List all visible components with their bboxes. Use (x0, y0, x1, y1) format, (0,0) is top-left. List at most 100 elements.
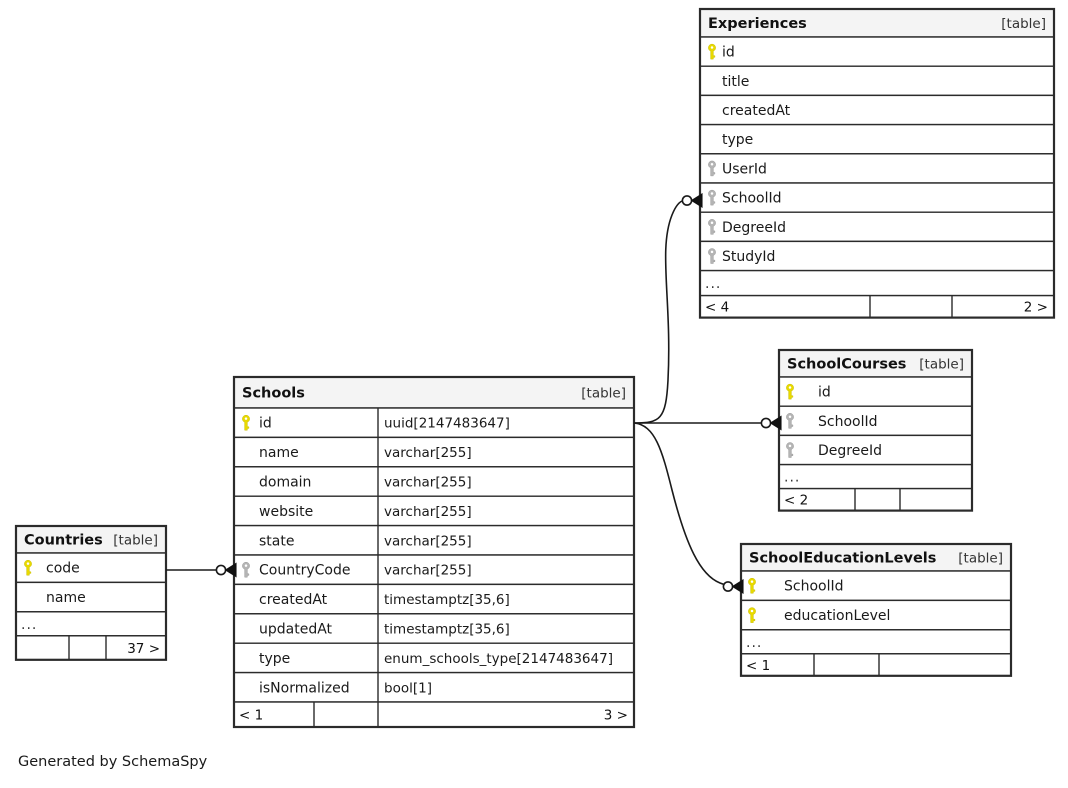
column-row-background (233, 466, 635, 497)
column-name: name (46, 590, 86, 606)
table-footer-row: < 4 2 > (699, 294, 1055, 319)
table-column-row[interactable]: name (15, 581, 167, 613)
primary-key-icon (748, 577, 756, 594)
column-name: id (259, 416, 272, 432)
child-relation-count[interactable]: 37 > (127, 641, 160, 657)
table-column-row[interactable]: DegreeId (699, 211, 1055, 243)
table-outer-border (777, 348, 974, 512)
column-name: DegreeId (722, 220, 786, 236)
column-row-background (740, 599, 1012, 631)
parent-relation-count[interactable]: < 1 (239, 708, 263, 724)
more-columns-ellipsis: ... (784, 470, 800, 486)
table-column-row[interactable]: UserId (699, 153, 1055, 184)
foreign-key-icon (708, 248, 716, 264)
more-columns-row (778, 463, 973, 490)
relationship-schools-schooleducationlevels[interactable] (633, 422, 744, 594)
column-row-background (233, 671, 635, 703)
column-name: website (259, 504, 313, 520)
table-column-row[interactable]: SchoolId (740, 570, 1012, 602)
column-name: educationLevel (784, 608, 890, 624)
table-column-row[interactable]: id (699, 36, 1055, 67)
table-column-row[interactable]: SchoolId (778, 405, 973, 437)
primary-key-icon (708, 43, 716, 60)
table-outer-border (232, 375, 636, 729)
child-relation-count[interactable]: 3 > (604, 708, 628, 724)
foreign-key-icon (708, 189, 716, 206)
many-marker (224, 562, 237, 578)
relationship-schools-experiences[interactable] (633, 193, 703, 424)
parent-relation-count[interactable]: < 2 (784, 493, 808, 509)
foreign-key-icon (242, 561, 250, 578)
column-row-background (740, 570, 1012, 602)
table-title: Countries (24, 533, 103, 549)
table-column-row[interactable]: StudyId (699, 240, 1055, 272)
footer-background (233, 701, 635, 728)
table-outer-border (698, 7, 1056, 319)
table-schooleducationlevels[interactable]: SchoolEducationLevels[table]SchoolIdeduc… (739, 542, 1013, 677)
column-row-background (233, 495, 635, 527)
table-column-row[interactable]: type enum_schools_type[2147483647] (233, 642, 635, 674)
column-row-background (233, 583, 635, 615)
relationship-countries-schools[interactable] (166, 562, 237, 578)
parent-relation-count[interactable]: < 1 (746, 658, 770, 674)
table-column-row[interactable]: title (699, 65, 1055, 97)
table-title: SchoolCourses (787, 357, 906, 373)
column-name: id (818, 385, 831, 401)
table-schoolcourses[interactable]: SchoolCourses[table]idSchoolIdDegreeId..… (777, 348, 974, 512)
table-experiences[interactable]: Experiences[table]idtitlecreatedAttypeUs… (698, 7, 1056, 319)
table-column-row[interactable]: code (15, 552, 167, 584)
column-row-background (15, 581, 167, 613)
column-name: CountryCode (259, 563, 350, 579)
relationship-line (633, 199, 685, 424)
column-type: varchar[255] (384, 533, 472, 549)
many-marker (731, 579, 744, 594)
relationship-schools-schoolcourses[interactable] (634, 415, 782, 431)
column-name: domain (259, 475, 311, 491)
table-footer-row: < 2 (778, 487, 973, 512)
column-name: SchoolId (784, 579, 844, 595)
table-column-row[interactable]: domain varchar[255] (233, 466, 635, 497)
footer-background (699, 294, 1055, 319)
table-column-row[interactable]: id (778, 376, 973, 407)
table-column-row[interactable]: educationLevel (740, 599, 1012, 631)
table-outer-border (739, 542, 1013, 677)
table-column-row[interactable]: DegreeId (778, 434, 973, 466)
zero-or-one-marker (215, 564, 227, 576)
table-column-row[interactable]: createdAt (699, 94, 1055, 126)
column-name: type (259, 651, 290, 667)
parent-relation-count[interactable]: < 4 (705, 300, 729, 316)
column-type: varchar[255] (384, 475, 472, 491)
table-type-tag: [table] (581, 386, 626, 402)
column-name: id (722, 45, 735, 61)
primary-key-icon (24, 559, 32, 576)
column-row-background (233, 524, 635, 556)
relationship-endpoint (215, 562, 237, 578)
column-name: name (259, 445, 299, 461)
column-name: type (722, 132, 753, 148)
column-name: isNormalized (259, 680, 350, 696)
column-type: enum_schools_type[2147483647] (384, 651, 613, 667)
column-type: varchar[255] (384, 504, 472, 520)
column-type: timestamptz[35,6] (384, 592, 510, 608)
table-column-row[interactable]: type (699, 123, 1055, 155)
column-row-background (699, 36, 1055, 67)
table-column-row[interactable]: website varchar[255] (233, 495, 635, 527)
table-title: Schools (242, 386, 305, 402)
table-footer-row: < 1 (740, 653, 1012, 677)
column-name: UserId (722, 161, 767, 177)
table-type-tag: [table] (958, 551, 1003, 567)
child-relation-count[interactable]: 2 > (1024, 300, 1048, 316)
column-name: createdAt (722, 103, 791, 119)
table-column-row[interactable]: SchoolId (699, 182, 1055, 213)
